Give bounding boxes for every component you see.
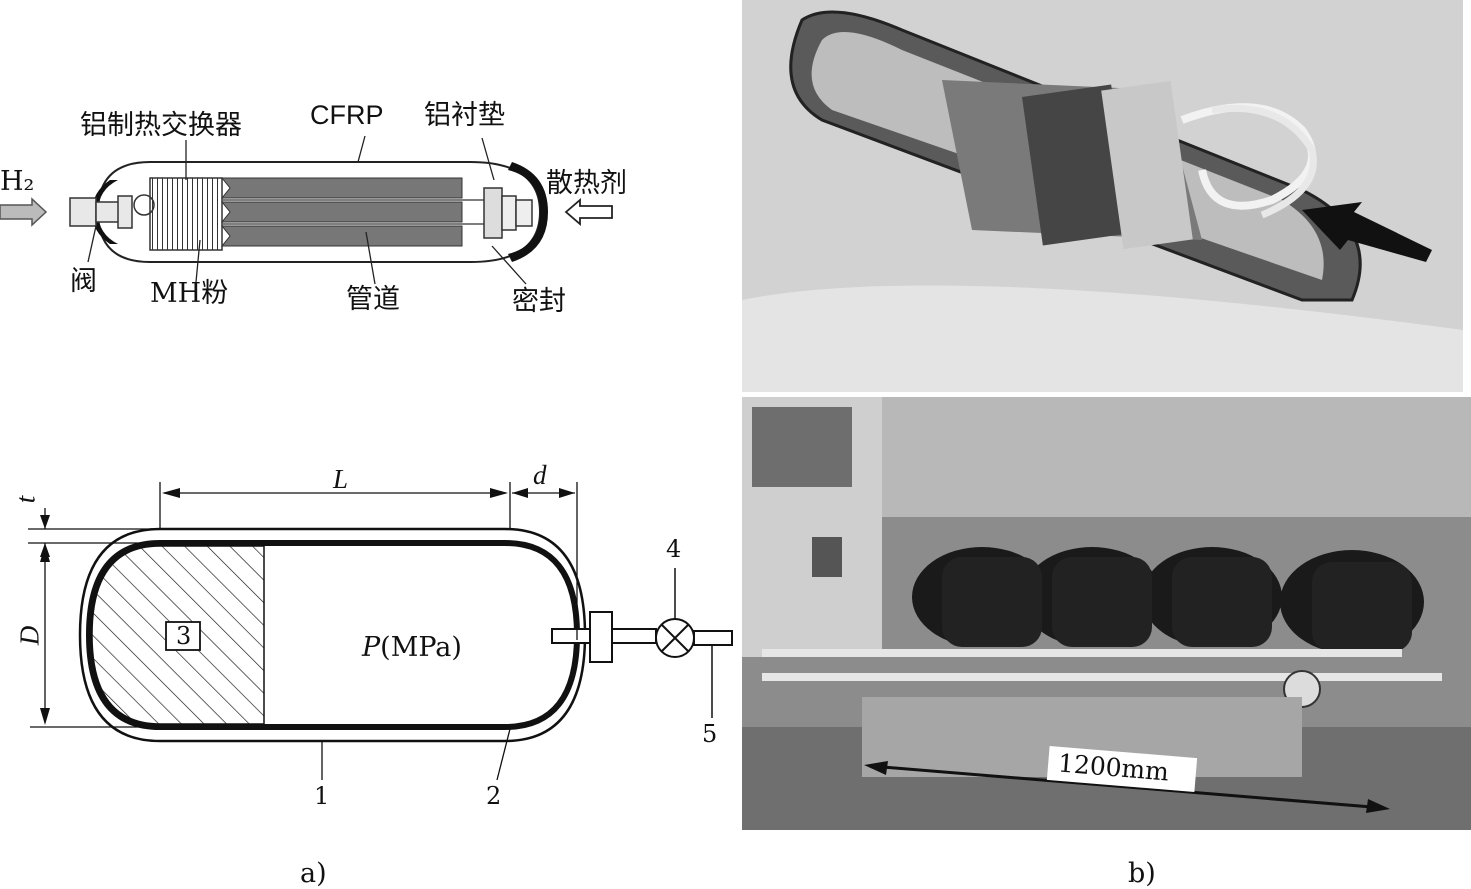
label-cfrp: CFRP — [310, 100, 384, 130]
pressure-unit: (MPa) — [380, 632, 462, 663]
pressure-variable: P — [362, 632, 381, 663]
h2-inlet-arrow — [0, 197, 48, 227]
label-d: d — [533, 460, 547, 490]
label-seal: 密封 — [512, 286, 566, 317]
label-D: D — [14, 625, 45, 646]
heat-exchanger-fins — [149, 177, 223, 251]
label-mh-powder: MH粉 — [150, 278, 229, 309]
label-liner: 铝衬垫 — [424, 100, 505, 131]
mh-pipe-bars — [220, 177, 490, 247]
label-L: L — [333, 464, 349, 494]
label-heat-exchanger: 铝制热交换器 — [80, 110, 242, 141]
caption-a: a) — [300, 858, 327, 889]
region-3-box — [165, 621, 201, 651]
label-box-3: 3 — [176, 622, 192, 650]
label-pipe: 管道 — [346, 284, 400, 315]
dimension-D — [30, 545, 160, 728]
label-n1: 1 — [314, 782, 330, 810]
valve-assembly — [69, 194, 155, 229]
outlet-assembly — [551, 568, 733, 718]
label-valve: 阀 — [70, 266, 97, 297]
label-pressure: P(MPa) — [362, 634, 462, 661]
label-n5: 5 — [702, 720, 718, 748]
photo-tank-cutaway — [742, 0, 1463, 392]
outer-shell — [78, 527, 587, 743]
label-n2: 2 — [486, 782, 502, 810]
caption-b: b) — [1128, 858, 1156, 889]
end-cap-right — [508, 162, 548, 262]
label-coolant: 散热剂 — [546, 168, 627, 199]
mh-tank-schematic — [0, 135, 613, 285]
photo-tank-array: 1200mm — [742, 397, 1471, 830]
liner — [85, 540, 581, 730]
label-t: t — [10, 495, 41, 504]
dimension-d — [512, 482, 578, 640]
coolant-arrow — [564, 198, 613, 226]
label-n4: 4 — [666, 535, 682, 563]
right-fitting — [483, 187, 533, 239]
pressure-vessel-diagram — [28, 482, 733, 781]
end-cap-left — [92, 180, 118, 244]
dimension-L — [159, 482, 511, 529]
label-h2: H₂ — [0, 166, 35, 197]
